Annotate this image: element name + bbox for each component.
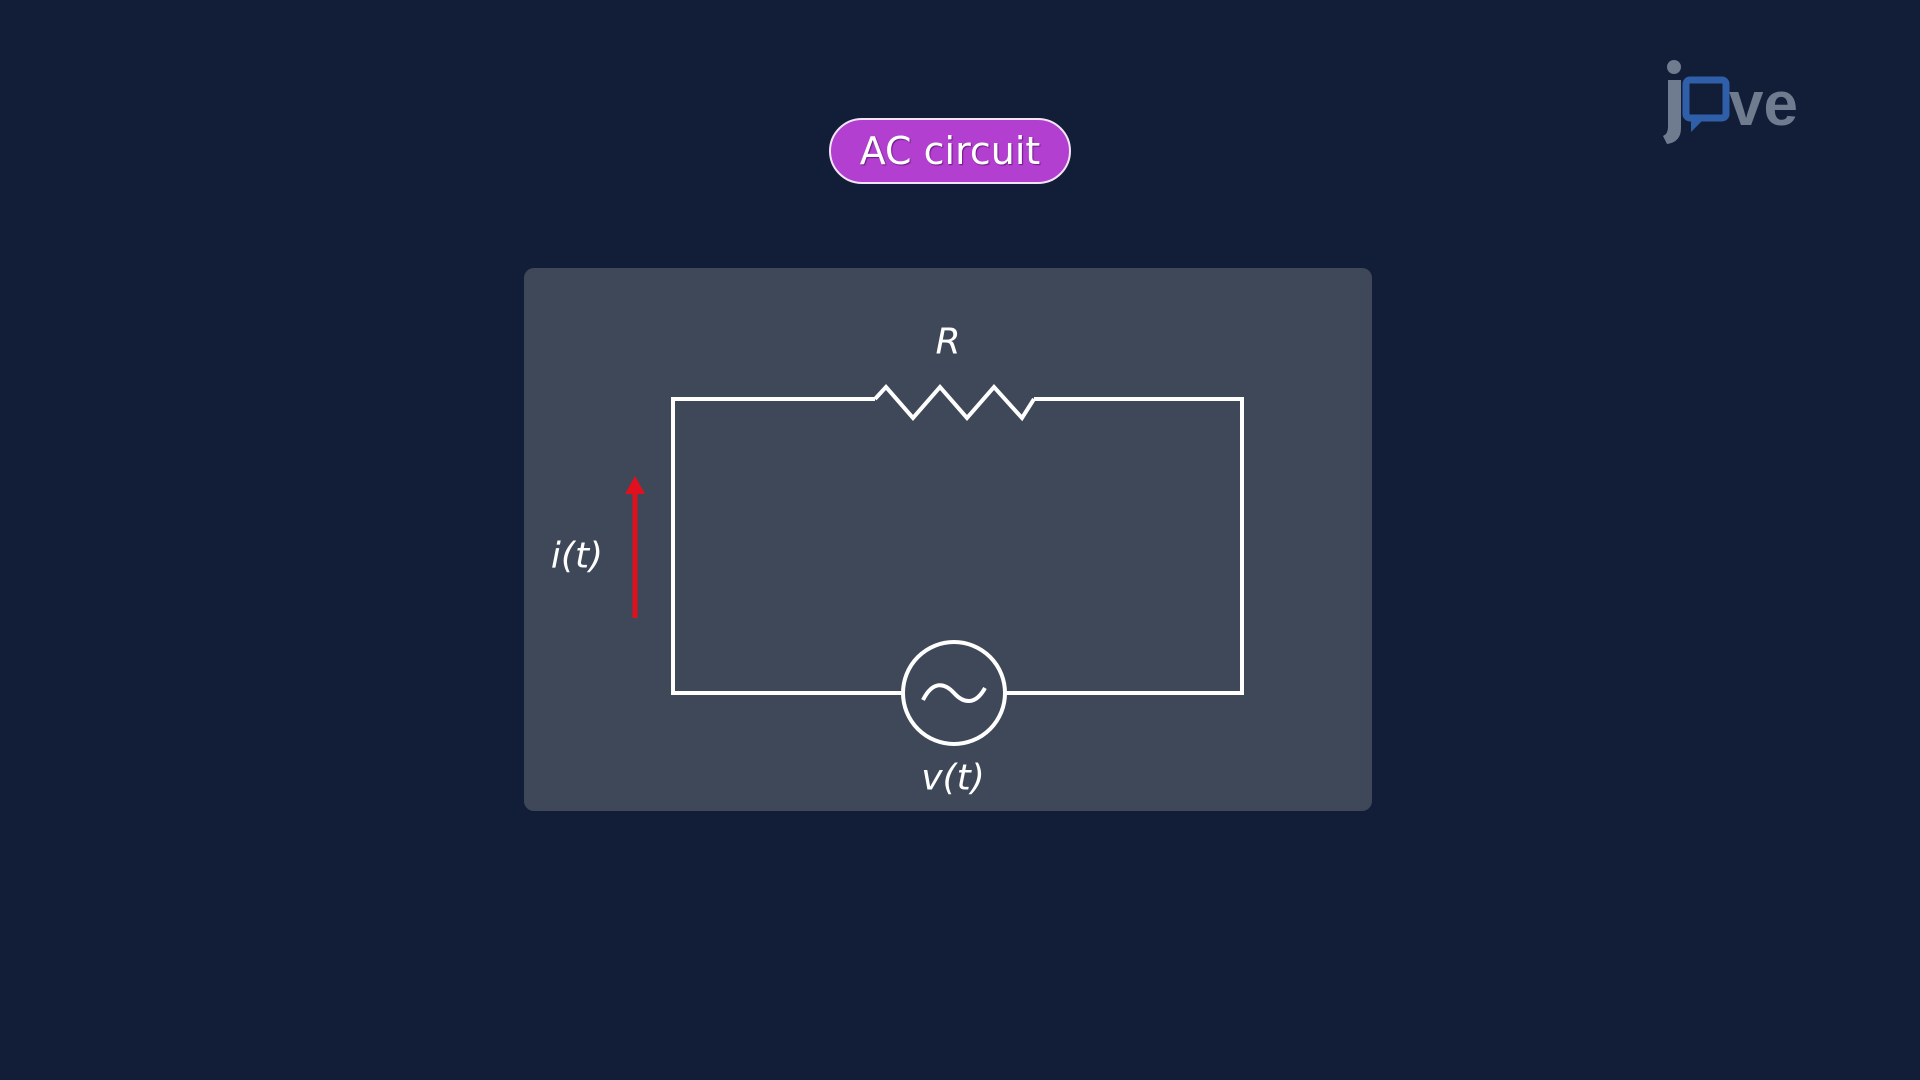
source-label: v(t)	[921, 757, 985, 799]
jove-logo: ve	[1663, 60, 1798, 144]
title-badge: AC circuit	[829, 118, 1071, 184]
speech-bubble-icon	[1682, 76, 1730, 132]
sine-wave-icon	[921, 683, 987, 703]
circuit-wires	[671, 397, 1244, 695]
current-arrow-icon	[625, 476, 645, 618]
circuit-panel	[524, 268, 1372, 811]
ac-source-icon	[901, 640, 1007, 746]
current-label: i(t)	[550, 535, 604, 577]
svg-text:ve: ve	[1729, 70, 1798, 139]
resistor-label: R	[935, 321, 961, 363]
resistor-icon	[873, 383, 1036, 422]
